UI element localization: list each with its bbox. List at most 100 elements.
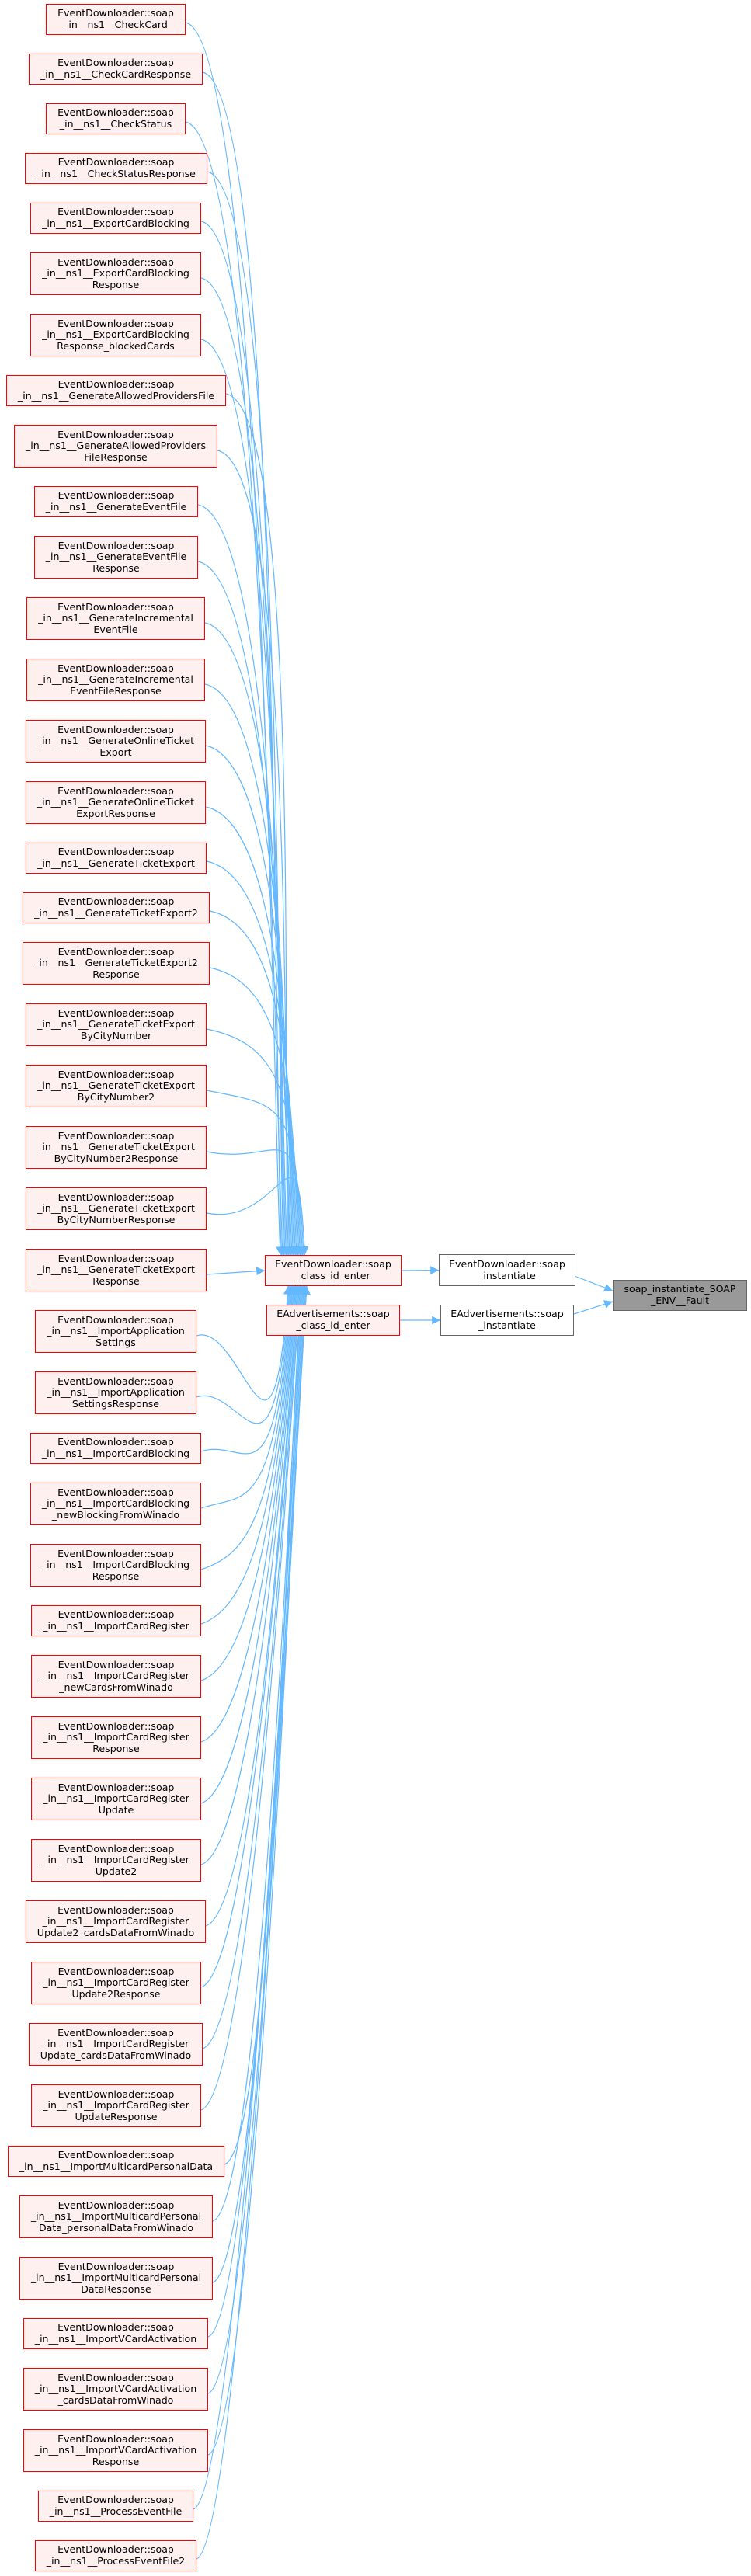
caller-node[interactable]: EventDownloader::soap_in__ns1__ImportCar… <box>29 2023 203 2066</box>
caller-node[interactable]: EventDownloader::soap_in__ns1__ImportVCa… <box>23 2318 208 2349</box>
caller-node[interactable]: EventDownloader::soap_in__ns1__ExportCar… <box>30 314 201 356</box>
call-edge <box>206 1267 266 1276</box>
caller-node[interactable]: EventDownloader::soap_in__ns1__ImportCar… <box>30 1544 201 1587</box>
caller-node[interactable]: EventDownloader::soap_in__ns1__ImportVCa… <box>23 2429 208 2472</box>
node-label-line: Settings <box>96 1336 136 1348</box>
node-label-line: _in__ns1__GenerateIncremental <box>38 673 193 686</box>
call-edge <box>200 1285 297 1625</box>
node-label-line: EventDownloader::soap <box>57 723 174 735</box>
call-edge <box>196 1285 311 2560</box>
target-function-node[interactable]: soap_instantiate_SOAP_ENV__Fault <box>613 1280 747 1311</box>
caller-node[interactable]: EventDownloader::soap_in__ns1__ImportCar… <box>31 1839 201 1882</box>
caller-node[interactable]: EventDownloader::soap_in__ns1__GenerateO… <box>26 781 206 824</box>
node-label-line: _class_id_enter <box>296 1270 370 1281</box>
call-edge <box>196 1285 292 1401</box>
caller-node[interactable]: EventDownloader::soap_in__ns1__ImportCar… <box>31 1716 201 1759</box>
caller-node[interactable]: EventDownloader::soap_in__ns1__GenerateI… <box>26 597 205 640</box>
node-label-line: _in__ns1__ExportCardBlocking <box>42 267 189 280</box>
node-label-line: _in__ns1__ImportCardBlocking <box>41 1559 190 1571</box>
node-label-line: EventDownloader::soap <box>57 1068 175 1080</box>
function-node-ea-inst[interactable]: EAdvertisements::soap_instantiate <box>440 1305 574 1336</box>
caller-node[interactable]: EventDownloader::soap_in__ns1__GenerateE… <box>34 486 198 517</box>
caller-node[interactable]: EventDownloader::soap_in__ns1__ImportCar… <box>31 1655 201 1698</box>
node-label-line: soap_instantiate_SOAP <box>624 1283 736 1295</box>
call-edge <box>200 1285 294 1455</box>
caller-node[interactable]: EventDownloader::soap_in__ns1__GenerateT… <box>26 1003 207 1046</box>
node-label-line: _in__ns1__GenerateTicketExport <box>37 1202 195 1215</box>
caller-node[interactable]: EventDownloader::soap_in__ns1__ProcessEv… <box>35 2540 196 2571</box>
call-edge <box>573 1300 614 1315</box>
caller-node[interactable]: EventDownloader::soap_in__ns1__ProcessEv… <box>38 2491 193 2522</box>
function-node-ed-cie[interactable]: EventDownloader::soap_class_id_enter <box>265 1255 402 1286</box>
caller-node[interactable]: EventDownloader::soap_in__ns1__GenerateA… <box>6 375 226 406</box>
node-label-line: UpdateResponse <box>75 2110 158 2122</box>
node-label-line: EventFile <box>93 623 138 635</box>
caller-node[interactable]: EventDownloader::soap_in__ns1__GenerateT… <box>26 1249 207 1291</box>
node-label-line: _newBlockingFromWinado <box>51 1508 180 1521</box>
caller-node[interactable]: EventDownloader::soap_in__ns1__ImportVCa… <box>23 2368 208 2411</box>
node-label-line: Response <box>92 278 140 290</box>
node-label-line: _in__ns1__ImportMulticardPersonal <box>30 2210 202 2223</box>
node-label-line: _instantiate <box>478 1269 536 1281</box>
call-edge <box>200 1285 302 1988</box>
caller-node[interactable]: EventDownloader::soap_in__ns1__CheckStat… <box>25 153 207 184</box>
node-label-line: EventDownloader::soap <box>57 57 174 69</box>
function-node-ed-inst[interactable]: EventDownloader::soap_instantiate <box>439 1254 575 1286</box>
caller-node[interactable]: EventDownloader::soap_in__ns1__GenerateT… <box>26 1187 207 1230</box>
caller-node[interactable]: EventDownloader::soap_in__ns1__CheckStat… <box>46 103 186 134</box>
caller-node[interactable]: EventDownloader::soap_in__ns1__ImportApp… <box>35 1371 196 1414</box>
caller-node[interactable]: EventDownloader::soap_in__ns1__ImportMul… <box>8 2146 224 2177</box>
node-label-line: EventDownloader::soap <box>57 2260 175 2272</box>
caller-node[interactable]: EventDownloader::soap_in__ns1__ExportCar… <box>30 203 201 234</box>
caller-node[interactable]: EventDownloader::soap_in__ns1__ImportCar… <box>26 1900 206 1943</box>
caller-node[interactable]: EventDownloader::soap_in__ns1__ImportMul… <box>19 2257 213 2300</box>
caller-node[interactable]: EventDownloader::soap_in__ns1__CheckCard <box>46 4 186 35</box>
function-node-ea-cie[interactable]: EAdvertisements::soap_class_id_enter <box>266 1305 400 1336</box>
node-label-line: EventDownloader::soap <box>57 378 175 391</box>
call-edge <box>204 622 297 1256</box>
caller-node[interactable]: EventDownloader::soap_in__ns1__GenerateO… <box>26 720 206 763</box>
caller-node[interactable]: EventDownloader::soap_in__ns1__GenerateT… <box>23 942 210 985</box>
node-label-line: _in__ns1__ImportCardRegister <box>42 1915 189 1928</box>
node-label-line: _in__ns1__ImportVCardActivation <box>34 2383 197 2395</box>
caller-node[interactable]: EventDownloader::soap_in__ns1__ImportCar… <box>31 2084 201 2127</box>
node-label-line: ByCityNumber2Response <box>54 1152 179 1164</box>
node-label-line: _in__ns1__CheckStatusResponse <box>37 168 196 179</box>
node-label-line: _in__ns1__ImportCardRegister <box>43 1792 189 1805</box>
caller-node[interactable]: EventDownloader::soap_in__ns1__CheckCard… <box>29 54 203 85</box>
caller-node[interactable]: EventDownloader::soap_in__ns1__GenerateT… <box>26 843 207 874</box>
call-edge <box>202 1285 304 2049</box>
node-label-line: _in__ns1__ImportMulticardPersonalData <box>19 2161 214 2172</box>
node-label-line: _in__ns1__ImportCardRegister <box>43 1620 189 1632</box>
node-label-line: _in__ns1__ImportCardRegister <box>43 1670 189 1682</box>
caller-node[interactable]: EventDownloader::soap_in__ns1__ImportCar… <box>30 1483 201 1525</box>
call-edge <box>197 504 295 1256</box>
node-label-line: Export <box>99 746 132 758</box>
node-label-line: EventDownloader::soap <box>57 7 174 19</box>
node-label-line: _in__ns1__GenerateOnlineTicket <box>37 735 195 747</box>
node-label-line: EventDownloader::soap <box>57 539 175 551</box>
caller-node[interactable]: EventDownloader::soap_in__ns1__ImportCar… <box>31 1962 201 2004</box>
caller-node[interactable]: EventDownloader::soap_in__ns1__ImportCar… <box>31 1778 201 1820</box>
node-label-line: _in__ns1__ImportVCardActivation <box>34 2333 197 2345</box>
node-label-line: _in__ns1__GenerateTicketExport <box>37 1079 195 1092</box>
caller-node[interactable]: EventDownloader::soap_in__ns1__ImportApp… <box>35 1310 196 1353</box>
call-edge <box>206 1149 308 1256</box>
caller-node[interactable]: EventDownloader::soap_in__ns1__GenerateA… <box>14 425 217 468</box>
call-edge <box>206 1090 307 1256</box>
node-label-line: EventDownloader::soap <box>57 2371 174 2383</box>
node-label-line: Update <box>98 1803 134 1816</box>
node-label-line: EAdvertisements::soap <box>450 1308 564 1320</box>
node-label-line: Response <box>92 1570 140 1582</box>
caller-node[interactable]: EventDownloader::soap_in__ns1__GenerateT… <box>26 1126 207 1169</box>
caller-node[interactable]: EventDownloader::soap_in__ns1__ImportMul… <box>19 2195 213 2238</box>
caller-node[interactable]: EventDownloader::soap_in__ns1__ExportCar… <box>30 252 201 295</box>
caller-node[interactable]: EventDownloader::soap_in__ns1__ImportCar… <box>31 1605 201 1636</box>
caller-node[interactable]: EventDownloader::soap_in__ns1__ImportCar… <box>30 1433 201 1464</box>
caller-node[interactable]: EventDownloader::soap_in__ns1__GenerateI… <box>26 659 205 701</box>
caller-node[interactable]: EventDownloader::soap_in__ns1__GenerateT… <box>26 1065 207 1107</box>
node-label-line: EventDownloader::soap <box>449 1257 565 1270</box>
caller-node[interactable]: EventDownloader::soap_in__ns1__GenerateT… <box>23 892 210 923</box>
caller-node[interactable]: EventDownloader::soap_in__ns1__GenerateE… <box>34 536 198 579</box>
node-label-line: Data_personalDataFromWinado <box>38 2221 194 2234</box>
